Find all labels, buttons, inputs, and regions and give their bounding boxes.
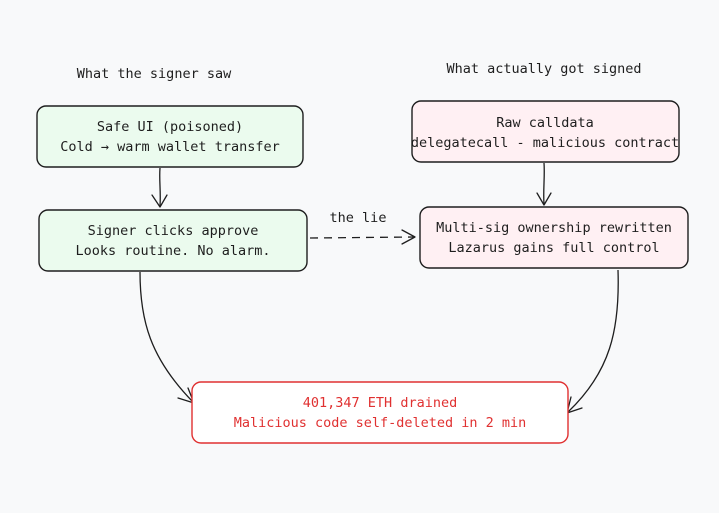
- node-multisig-line2: Lazarus gains full control: [448, 240, 659, 256]
- node-multisig-box: [419, 206, 689, 269]
- node-safe-ui-box: [36, 105, 304, 168]
- node-drained: 401,347 ETH drained Malicious code self-…: [191, 381, 569, 444]
- edges: [139, 162, 619, 414]
- edge-safe-ui-to-signer: [159, 167, 161, 207]
- node-raw-calldata-line2: delegatecall - malicious contract: [411, 135, 679, 151]
- node-drained-line1: 401,347 ETH drained: [303, 395, 457, 411]
- arrowhead-safe-ui-to-signer: [151, 194, 168, 208]
- node-safe-ui: Safe UI (poisoned) Cold → warm wallet tr…: [36, 105, 304, 168]
- edge-label-the-lie: the lie: [330, 210, 387, 226]
- node-drained-line2: Malicious code self-deleted in 2 min: [234, 415, 527, 431]
- node-multisig-line1: Multi-sig ownership rewritten: [436, 220, 672, 236]
- edge-signer-to-drained: [139, 271, 194, 403]
- heading-actual-signed: What actually got signed: [446, 61, 641, 77]
- node-multisig: Multi-sig ownership rewritten Lazarus ga…: [419, 206, 689, 269]
- node-signer-line2: Looks routine. No alarm.: [75, 243, 270, 259]
- heading-signer-view: What the signer saw: [77, 66, 232, 82]
- edge-calldata-to-multisig: [543, 162, 545, 205]
- node-signer-line1: Signer clicks approve: [88, 223, 259, 239]
- node-signer: Signer clicks approve Looks routine. No …: [38, 209, 308, 272]
- node-raw-calldata: Raw calldata delegatecall - malicious co…: [411, 100, 680, 163]
- edge-multisig-to-drained: [567, 269, 619, 413]
- arrowhead-the-lie: [401, 229, 416, 245]
- node-raw-calldata-box: [411, 100, 680, 163]
- node-safe-ui-line2: Cold → warm wallet transfer: [60, 139, 279, 155]
- node-raw-calldata-line1: Raw calldata: [496, 115, 594, 131]
- node-drained-box: [191, 381, 569, 444]
- arrowhead-calldata-to-multisig: [536, 192, 552, 206]
- node-safe-ui-line1: Safe UI (poisoned): [97, 119, 243, 135]
- edge-the-lie: [309, 236, 415, 239]
- node-signer-box: [38, 209, 308, 272]
